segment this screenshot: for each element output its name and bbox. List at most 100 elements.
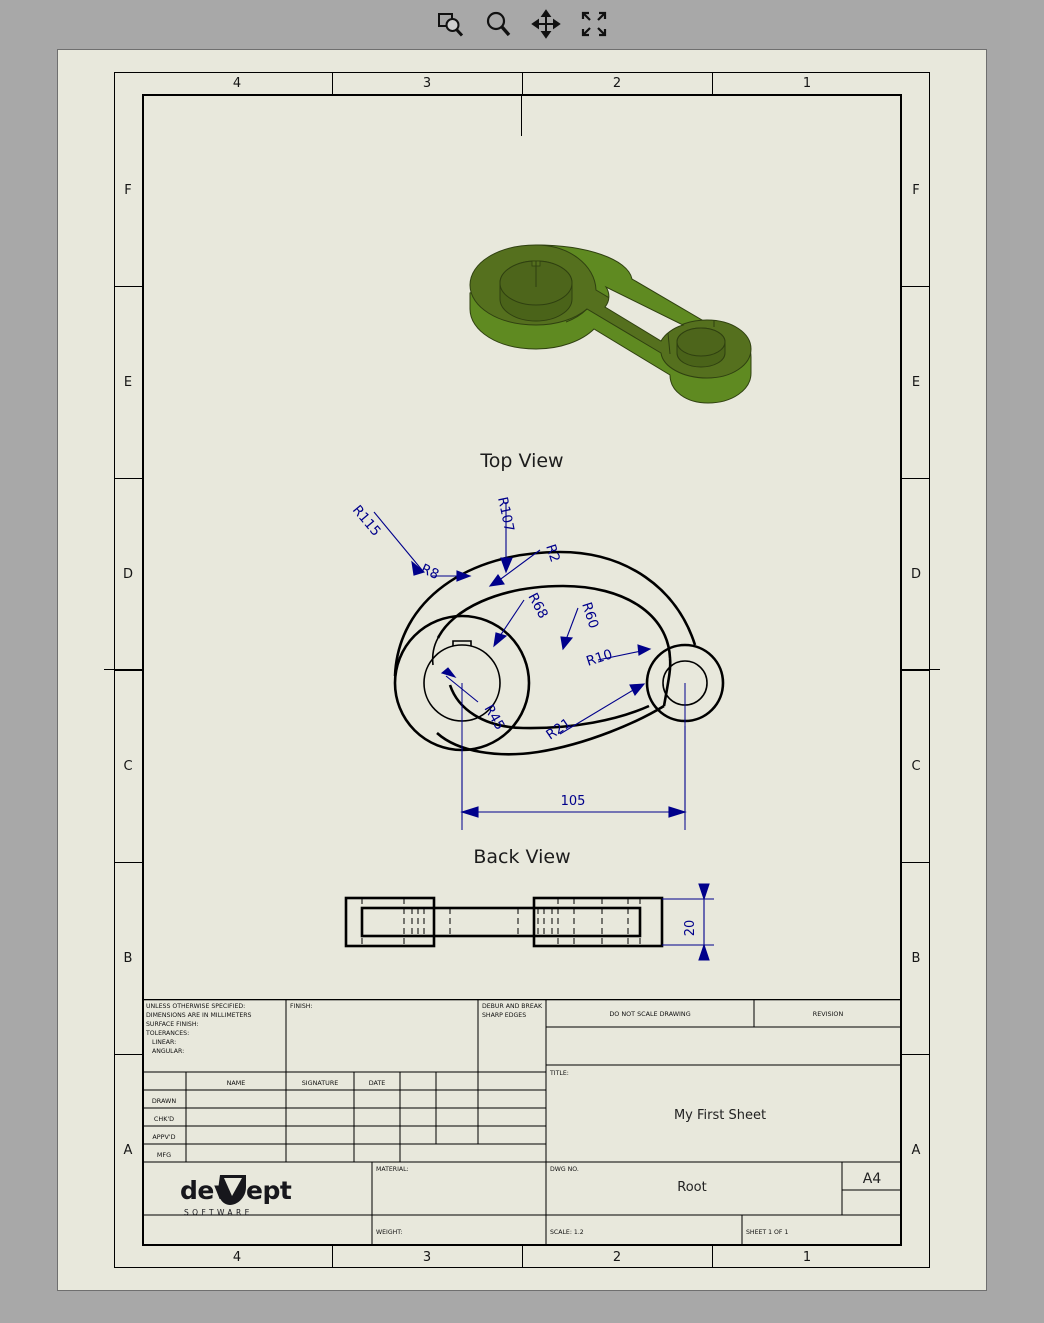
zone-divider xyxy=(114,1054,142,1055)
zone-bottom-1: 1 xyxy=(802,1249,812,1265)
center-mark-right xyxy=(902,669,940,670)
zone-divider xyxy=(114,478,142,479)
model-3d-svg xyxy=(469,244,752,404)
zone-divider xyxy=(902,670,930,671)
zone-right-f: F xyxy=(912,182,920,198)
radius-label-r60: R60 xyxy=(578,600,601,630)
zone-right-e: E xyxy=(911,374,921,390)
zone-divider xyxy=(712,73,713,94)
center-mark-left xyxy=(104,669,142,670)
sheet-size-value: A4 xyxy=(863,1171,882,1187)
role-mfg: MFG xyxy=(157,1151,171,1159)
top-view-svg: R115 R107 R8 R2 R68 R60 R45 R10 R21 xyxy=(349,496,725,830)
zone-bottom-3: 3 xyxy=(422,1249,432,1265)
zone-divider xyxy=(902,1054,930,1055)
finish-label: FINISH: xyxy=(290,1003,313,1010)
logo-text-right: ept xyxy=(246,1176,292,1205)
radius-label-r21: R21 xyxy=(543,715,574,743)
radius-label-r10: R10 xyxy=(584,646,614,669)
zoom-fit-button[interactable] xyxy=(577,7,611,41)
zone-right-a: A xyxy=(911,1142,921,1158)
radius-label-r8: R8 xyxy=(418,561,441,583)
zone-top-4: 4 xyxy=(232,76,242,91)
notes-line-4: TOLERANCES: xyxy=(145,1030,189,1037)
zone-divider xyxy=(902,862,930,863)
zone-divider xyxy=(712,1246,713,1268)
title-block[interactable]: UNLESS OTHERWISE SPECIFIED: DIMENSIONS A… xyxy=(142,999,902,1246)
notes-line-3: SURFACE FINISH: xyxy=(146,1021,199,1028)
dimension-label-20: 20 xyxy=(683,920,698,937)
zone-divider xyxy=(522,73,523,94)
sheet-canvas: 4 3 2 1 4 3 2 1 F E D C B A F E D C B A xyxy=(58,50,986,1290)
radius-label-r68: R68 xyxy=(524,590,551,621)
magnifier-icon xyxy=(486,11,511,37)
pan-button[interactable] xyxy=(529,7,563,41)
back-view-label: Back View xyxy=(473,846,571,868)
title-block-svg: UNLESS OTHERWISE SPECIFIED: DIMENSIONS A… xyxy=(142,999,902,1246)
zone-divider xyxy=(114,862,142,863)
col-header-signature: SIGNATURE xyxy=(302,1079,339,1087)
zone-right-b: B xyxy=(911,950,921,966)
role-chkd: CHK'D xyxy=(154,1115,174,1123)
zoom-window-button[interactable] xyxy=(433,7,467,41)
zone-left-d: D xyxy=(122,566,133,582)
logo-subtitle: SOFTWARE xyxy=(184,1208,253,1217)
title-label: TITLE: xyxy=(549,1070,569,1077)
notes-line-6: ANGULAR: xyxy=(152,1048,184,1055)
back-view-drawing[interactable]: 20 xyxy=(338,880,738,1010)
zone-divider xyxy=(902,286,930,287)
top-view-drawing[interactable]: R115 R107 R8 R2 R68 R60 R45 R10 R21 xyxy=(338,490,738,830)
zone-divider xyxy=(332,73,333,94)
zoom-button[interactable] xyxy=(481,7,515,41)
role-appvd: APPV'D xyxy=(152,1133,175,1141)
deburr-line-1: DEBUR AND BREAK xyxy=(482,1003,543,1010)
notes-line-5: LINEAR: xyxy=(152,1039,176,1046)
zone-top-3: 3 xyxy=(422,76,432,91)
notes-line-1: UNLESS OTHERWISE SPECIFIED: xyxy=(146,1003,245,1010)
expand-corners-icon xyxy=(581,11,607,37)
radius-label-r45: R45 xyxy=(481,702,508,733)
zone-top-1: 1 xyxy=(802,76,812,91)
zone-left-b: B xyxy=(123,950,133,966)
back-view-svg: 20 xyxy=(344,883,714,961)
title-value: My First Sheet xyxy=(674,1108,766,1123)
zoom-window-icon xyxy=(438,13,464,37)
radius-label-r115: R115 xyxy=(349,502,384,539)
dwg-no-value: Root xyxy=(677,1180,706,1195)
toolbar xyxy=(0,0,1044,48)
zone-divider xyxy=(902,478,930,479)
zone-divider xyxy=(114,286,142,287)
dwg-no-label: DWG NO. xyxy=(550,1166,579,1173)
top-view-label: Top View xyxy=(480,450,564,472)
scale-label: SCALE: 1.2 xyxy=(550,1229,584,1236)
do-not-scale-label: DO NOT SCALE DRAWING xyxy=(609,1010,690,1018)
material-label: MATERIAL: xyxy=(376,1166,409,1173)
zone-left-e: E xyxy=(123,374,133,390)
zone-bottom-2: 2 xyxy=(612,1249,622,1265)
radius-label-r107: R107 xyxy=(494,496,517,534)
zone-left-c: C xyxy=(123,758,133,774)
zone-divider xyxy=(522,1246,523,1268)
zone-left-f: F xyxy=(124,182,132,198)
zone-right-c: C xyxy=(911,758,921,774)
drawing-sheet[interactable]: 4 3 2 1 4 3 2 1 F E D C B A F E D C B A xyxy=(58,50,986,1290)
zone-bottom-4: 4 xyxy=(232,1249,242,1265)
role-drawn: DRAWN xyxy=(152,1097,176,1105)
zone-divider xyxy=(332,1246,333,1268)
devdept-logo: dev ept SOFTWARE xyxy=(180,1175,292,1217)
zone-left-a: A xyxy=(123,1142,133,1158)
zone-right-d: D xyxy=(910,566,921,582)
logo-mark-cut-icon xyxy=(224,1178,242,1196)
radius-label-r2: R2 xyxy=(542,542,563,564)
weight-label: WEIGHT: xyxy=(376,1229,402,1236)
zone-top-2: 2 xyxy=(612,76,622,91)
center-mark-top xyxy=(521,94,522,136)
col-header-date: DATE xyxy=(369,1079,386,1087)
zone-divider xyxy=(114,670,142,671)
revision-label: REVISION xyxy=(813,1010,844,1018)
dimension-label-105: 105 xyxy=(561,794,586,809)
sheet-number-label: SHEET 1 OF 1 xyxy=(746,1229,788,1236)
deburr-line-2: SHARP EDGES xyxy=(482,1012,526,1019)
notes-line-2: DIMENSIONS ARE IN MILLIMETERS xyxy=(146,1012,252,1019)
rocker-arm-3d-model[interactable] xyxy=(456,235,796,415)
